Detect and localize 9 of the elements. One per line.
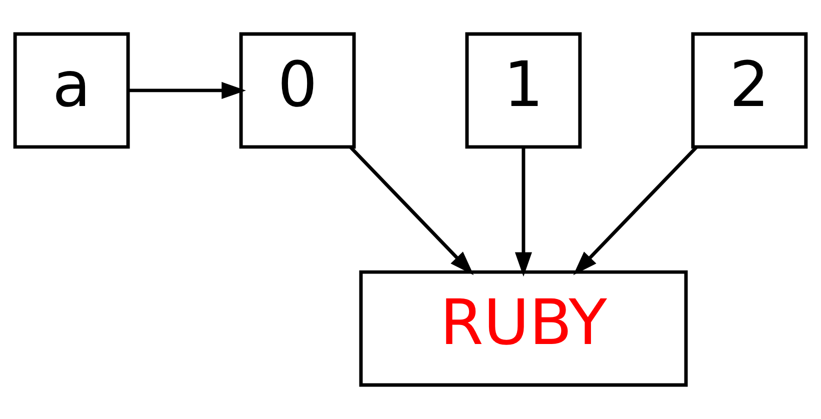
arrow bbox=[349, 146, 474, 276]
arrow bbox=[128, 82, 246, 99]
arrow bbox=[573, 146, 698, 276]
node-box: 0 bbox=[239, 32, 356, 149]
node-box: RUBY bbox=[359, 270, 688, 387]
node-box: a bbox=[13, 32, 130, 149]
arrow bbox=[514, 147, 532, 277]
node-box: 2 bbox=[691, 32, 808, 149]
node-box: 1 bbox=[465, 32, 582, 149]
